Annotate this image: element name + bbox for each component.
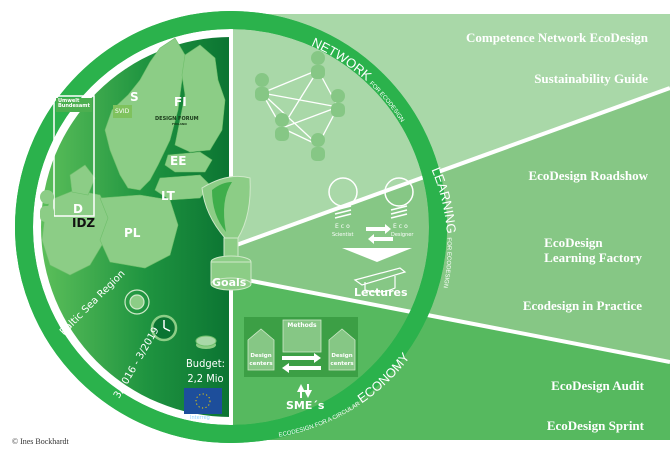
compass-icon xyxy=(124,289,150,315)
design-centers-left-label: Design centers xyxy=(249,353,273,367)
bulb-icon-scientist xyxy=(328,177,358,219)
ring-learning-sub: FOR ECODESIGN xyxy=(442,237,452,288)
country-label-pl: PL xyxy=(124,226,141,240)
umwelt-bundesamt-label: Umwelt Bundesamt xyxy=(58,98,90,109)
methods-box xyxy=(282,319,322,353)
graduation-cap-icon xyxy=(353,267,407,293)
person-icon-map xyxy=(40,190,54,222)
divider-network-learning xyxy=(230,86,670,249)
umwelt-bracket xyxy=(53,95,95,217)
idz-label: IDZ xyxy=(72,216,96,230)
baltic-map xyxy=(41,37,226,276)
label-ecodesign-audit: EcoDesign Audit xyxy=(551,378,644,393)
land-finland xyxy=(174,44,226,153)
land-estonia xyxy=(164,151,213,173)
goals-trophy-icon xyxy=(201,175,252,291)
scientist-label: Scientist xyxy=(332,232,354,238)
label-ecodesign-sprint: EcoDesign Sprint xyxy=(546,418,644,433)
land-denmark xyxy=(69,164,96,196)
interreg-logo: Interreg xyxy=(190,415,210,421)
land-poland xyxy=(99,194,179,269)
house-icon-left xyxy=(247,328,275,371)
exchange-arrows-icon xyxy=(366,224,393,244)
budget-block: Budget: 2,2 Mio xyxy=(186,356,225,386)
label-sustainability-guide: Sustainability Guide xyxy=(534,71,648,86)
house-icon-right xyxy=(328,328,356,371)
country-label-ee: EE xyxy=(170,154,187,168)
designer-label: Designer xyxy=(391,232,414,238)
methods-label: Methods xyxy=(287,322,317,329)
umwelt-logo xyxy=(56,98,92,112)
budget-value: 2,2 Mio xyxy=(187,372,224,385)
segment-learning xyxy=(231,86,670,362)
country-label-fi: FI xyxy=(174,95,187,109)
copyright-notice: © Ines Bockhardt xyxy=(12,437,69,446)
smes-label: SME´s xyxy=(286,399,325,412)
design-forum-sub-label: FINLAND xyxy=(172,122,187,126)
svid-logo xyxy=(113,105,132,118)
eco-right-label: Eco xyxy=(393,223,410,230)
updown-arrows-icon xyxy=(297,384,312,398)
country-label-s: S xyxy=(130,90,139,104)
svid-label: SVID xyxy=(115,108,130,115)
design-centers-right-label: Design centers xyxy=(330,353,354,367)
exchange-arrows-economy-icon xyxy=(282,353,321,373)
label-learning-factory: EcoDesign Learning Factory xyxy=(544,235,642,265)
eu-stars-icon xyxy=(195,393,211,409)
coins-icon xyxy=(195,335,217,349)
land-germany xyxy=(41,189,111,276)
divider-learning-economy xyxy=(230,275,670,364)
land-lithuania xyxy=(154,174,211,201)
goals-label: Goals xyxy=(212,276,247,289)
label-roadshow: EcoDesign Roadshow xyxy=(528,168,648,183)
label-ecodesign-in-practice: Ecodesign in Practice xyxy=(522,298,642,313)
segment-network xyxy=(231,14,670,245)
funnel-arrow-icon xyxy=(342,248,412,262)
bulb-icon-designer xyxy=(384,177,414,219)
country-label-lt: LT xyxy=(161,189,175,203)
country-label-d: D xyxy=(73,202,83,216)
label-competence-network: Competence Network EcoDesign xyxy=(466,30,648,45)
design-forum-label: DESIGN FORUM xyxy=(155,116,199,122)
eu-flag-icon xyxy=(184,388,222,414)
network-people-graph xyxy=(255,51,345,161)
clock-icon xyxy=(150,314,178,342)
eco-left-label: Eco xyxy=(335,223,352,230)
lectures-label: Lectures xyxy=(354,286,408,299)
budget-label: Budget: xyxy=(186,357,225,370)
